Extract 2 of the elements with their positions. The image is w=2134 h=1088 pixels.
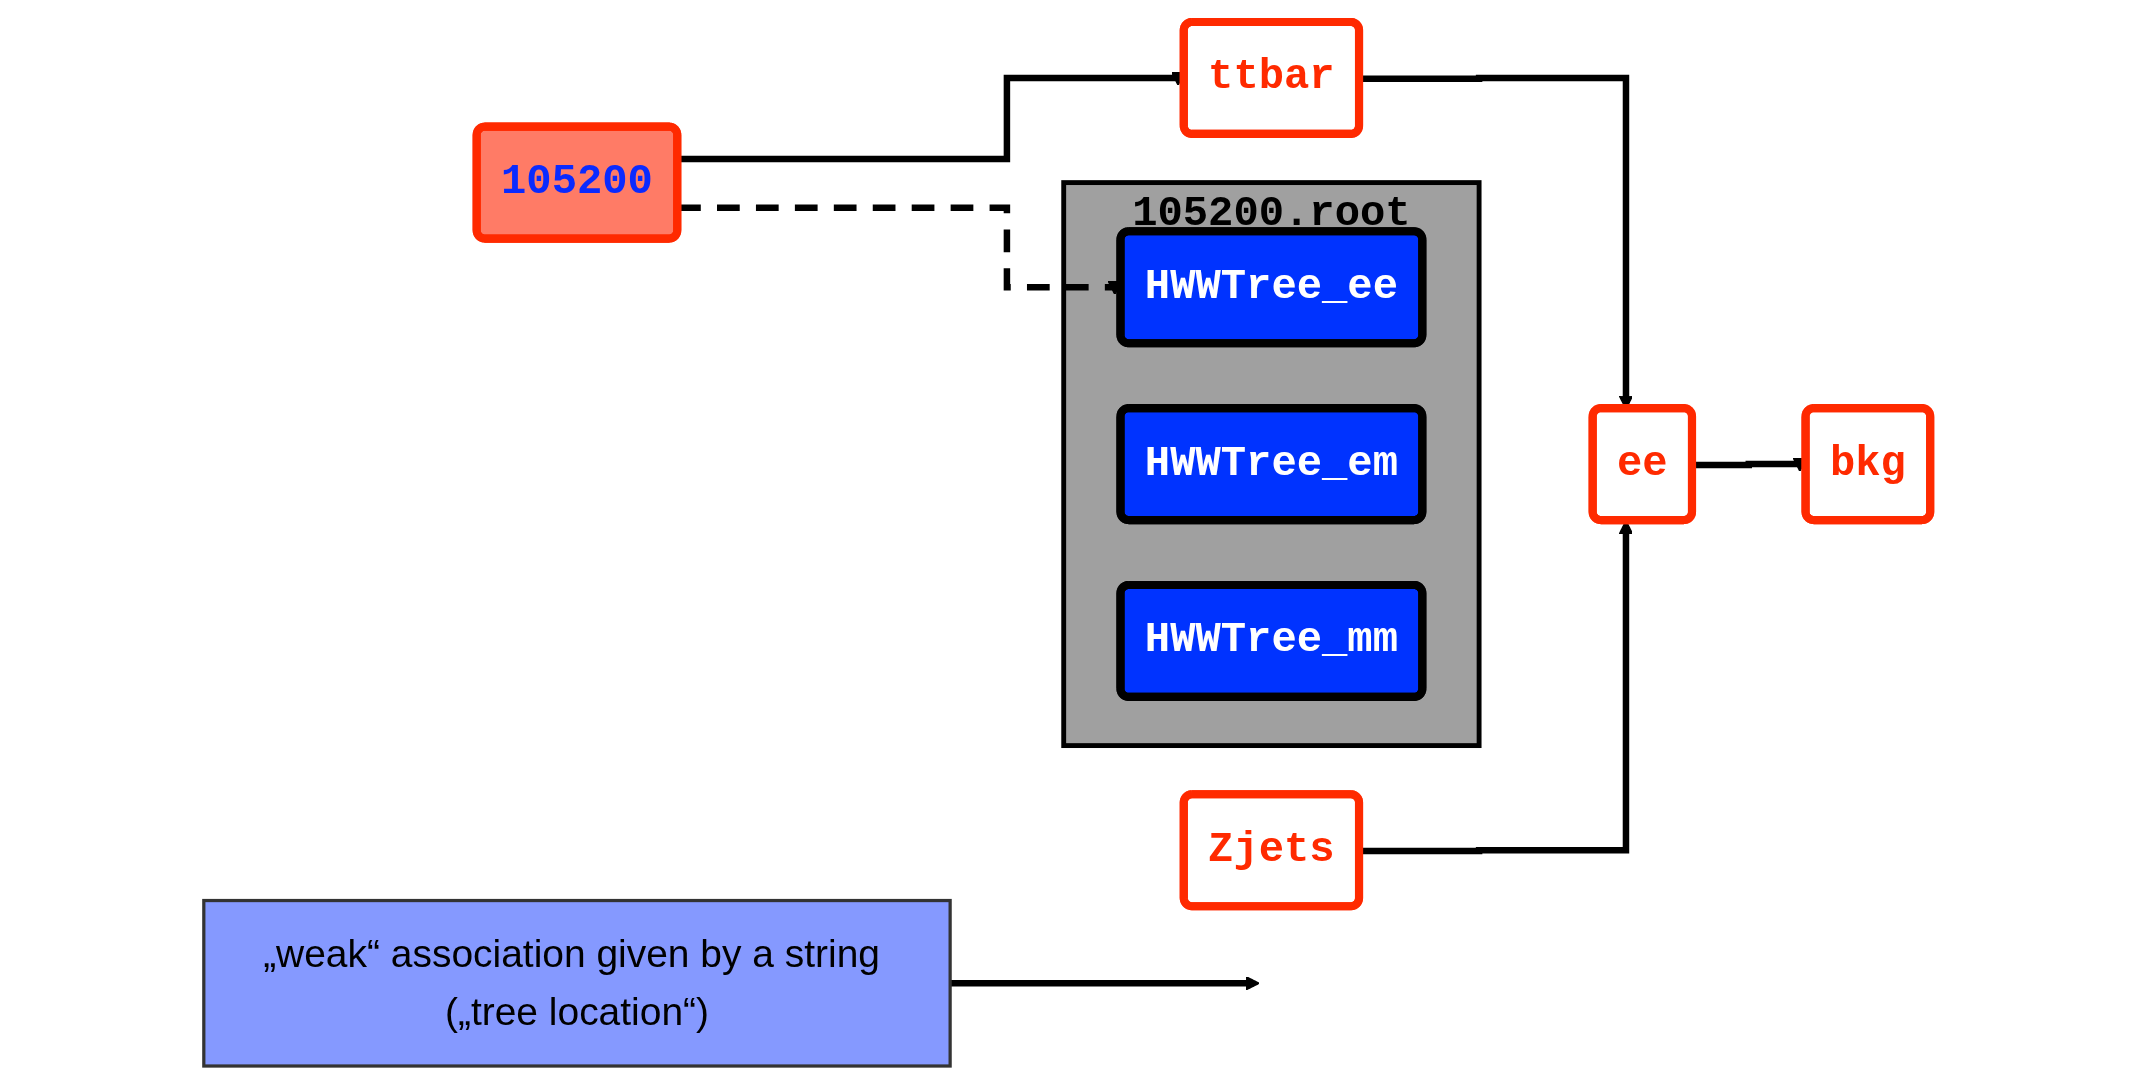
node-box: „weak“ association given by a string („tree location“) — [202, 898, 952, 1068]
arrow — [950, 976, 1260, 991]
